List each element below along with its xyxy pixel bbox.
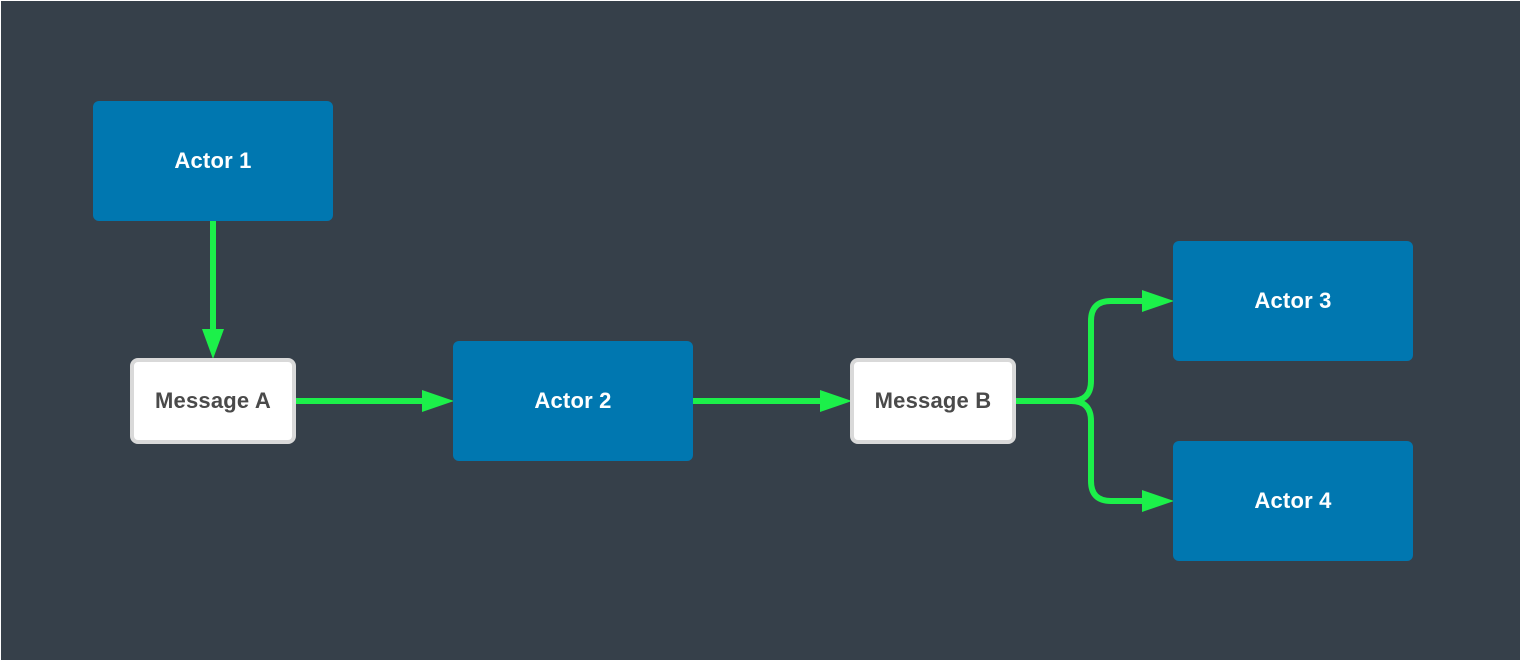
edge-message-a-to-actor2 bbox=[295, 390, 454, 412]
actor-4-node[interactable]: Actor 4 bbox=[1173, 441, 1413, 561]
edge-actor1-to-message-a bbox=[202, 220, 224, 359]
edge-actor2-to-message-b bbox=[693, 390, 852, 412]
message-b-label: Message B bbox=[874, 388, 992, 413]
message-a-node[interactable]: Message A bbox=[130, 358, 296, 444]
edge-message-b-to-actor3 bbox=[1015, 290, 1174, 404]
actor-1-node[interactable]: Actor 1 bbox=[93, 101, 333, 221]
actor-1-label: Actor 1 bbox=[174, 148, 252, 173]
actor-2-label: Actor 2 bbox=[534, 388, 612, 413]
edge-message-b-to-actor4 bbox=[1070, 398, 1174, 512]
message-a-label: Message A bbox=[155, 388, 271, 413]
actor-2-node[interactable]: Actor 2 bbox=[453, 341, 693, 461]
actor-3-label: Actor 3 bbox=[1254, 288, 1332, 313]
message-b-node[interactable]: Message B bbox=[850, 358, 1016, 444]
actor-4-label: Actor 4 bbox=[1254, 488, 1332, 513]
actor-3-node[interactable]: Actor 3 bbox=[1173, 241, 1413, 361]
